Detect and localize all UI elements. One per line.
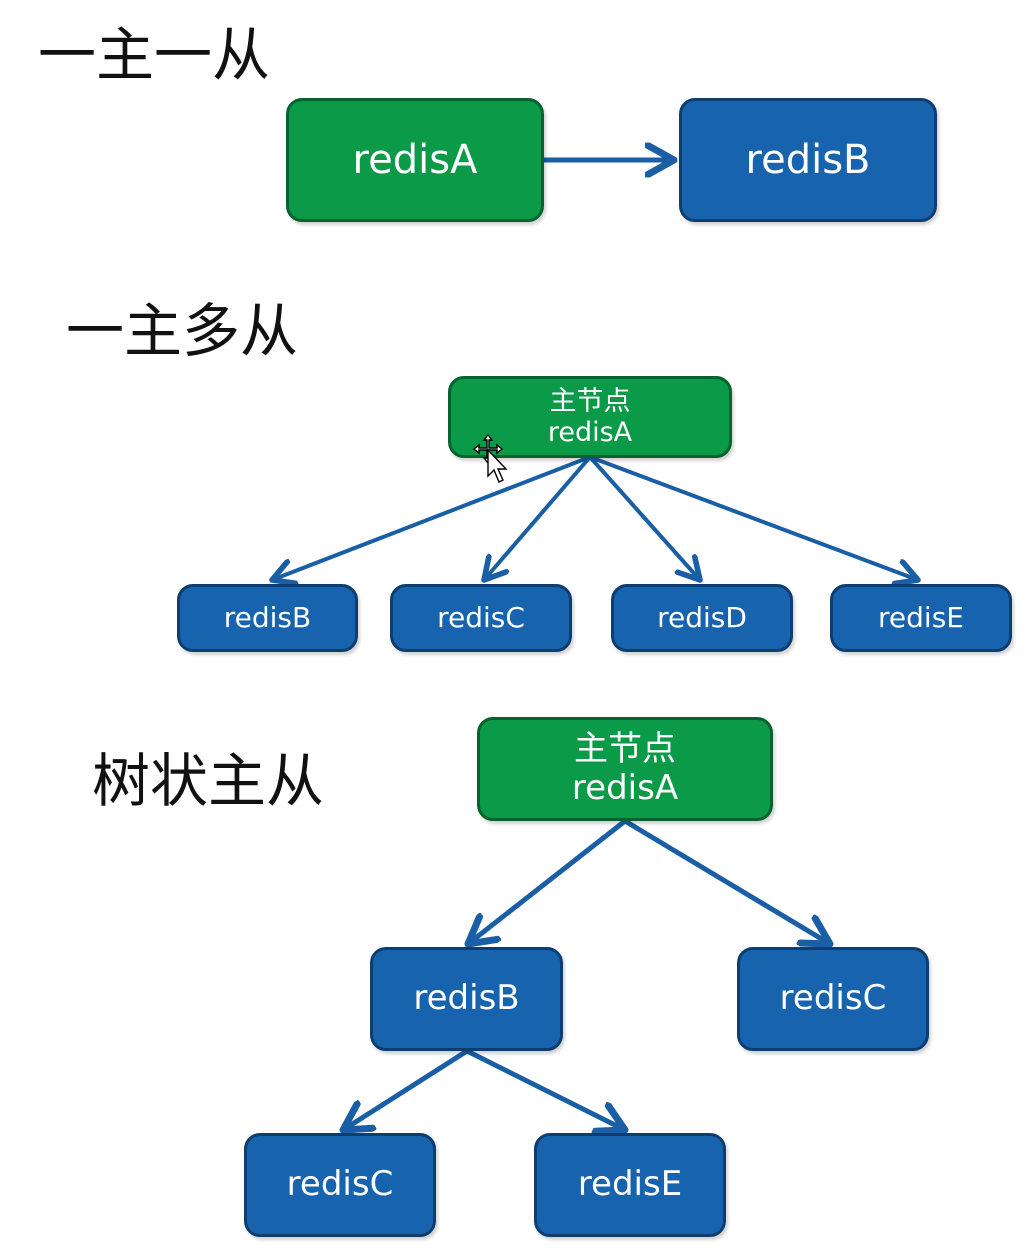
edge-master-to-c bbox=[484, 455, 592, 580]
node-slave-redis-e: redisE bbox=[830, 584, 1012, 652]
node-label: redisA bbox=[352, 137, 478, 183]
node-role-label: 主节点 bbox=[574, 728, 676, 769]
edge-tree-master-to-c bbox=[623, 818, 830, 944]
node-redis-a: redisA bbox=[286, 98, 544, 222]
node-label: redisB bbox=[413, 978, 520, 1019]
node-label: redisB bbox=[223, 600, 312, 634]
node-tree-redis-b: redisB bbox=[370, 947, 563, 1051]
edge-tree-b-to-c bbox=[343, 1048, 469, 1130]
node-label: redisE bbox=[878, 600, 964, 634]
section-title-tree-master-slave: 树状主从 bbox=[92, 747, 325, 815]
node-label: redisA bbox=[547, 417, 633, 448]
node-label: redisA bbox=[571, 768, 679, 808]
node-tree-redis-e-child: redisE bbox=[534, 1133, 726, 1237]
section-title-one-master-many-slaves: 一主多从 bbox=[66, 297, 299, 365]
node-tree-master-redis-a: 主节点 redisA bbox=[477, 717, 773, 821]
node-role-label: 主节点 bbox=[549, 385, 631, 417]
edge-tree-b-to-e bbox=[465, 1048, 625, 1130]
node-redis-b: redisB bbox=[679, 98, 937, 222]
edge-master-to-d bbox=[588, 455, 700, 580]
node-label: redisE bbox=[577, 1164, 683, 1205]
node-label: redisD bbox=[657, 600, 747, 634]
node-slave-redis-b: redisB bbox=[177, 584, 358, 652]
section-title-one-master-one-slave: 一主一从 bbox=[38, 21, 271, 89]
node-master-redis-a: 主节点 redisA bbox=[448, 376, 732, 458]
edge-master-to-b bbox=[272, 455, 591, 580]
node-label: redisC bbox=[437, 600, 525, 634]
node-label: redisC bbox=[286, 1164, 394, 1205]
node-slave-redis-d: redisD bbox=[611, 584, 793, 652]
node-label: redisB bbox=[745, 137, 871, 183]
edge-tree-master-to-b bbox=[468, 819, 627, 944]
node-tree-redis-c: redisC bbox=[737, 947, 929, 1051]
node-tree-redis-c-child: redisC bbox=[244, 1133, 436, 1237]
node-slave-redis-c: redisC bbox=[390, 584, 572, 652]
node-label: redisC bbox=[779, 978, 887, 1019]
move-cursor-icon bbox=[472, 433, 508, 483]
edge-master-to-e bbox=[589, 455, 918, 580]
